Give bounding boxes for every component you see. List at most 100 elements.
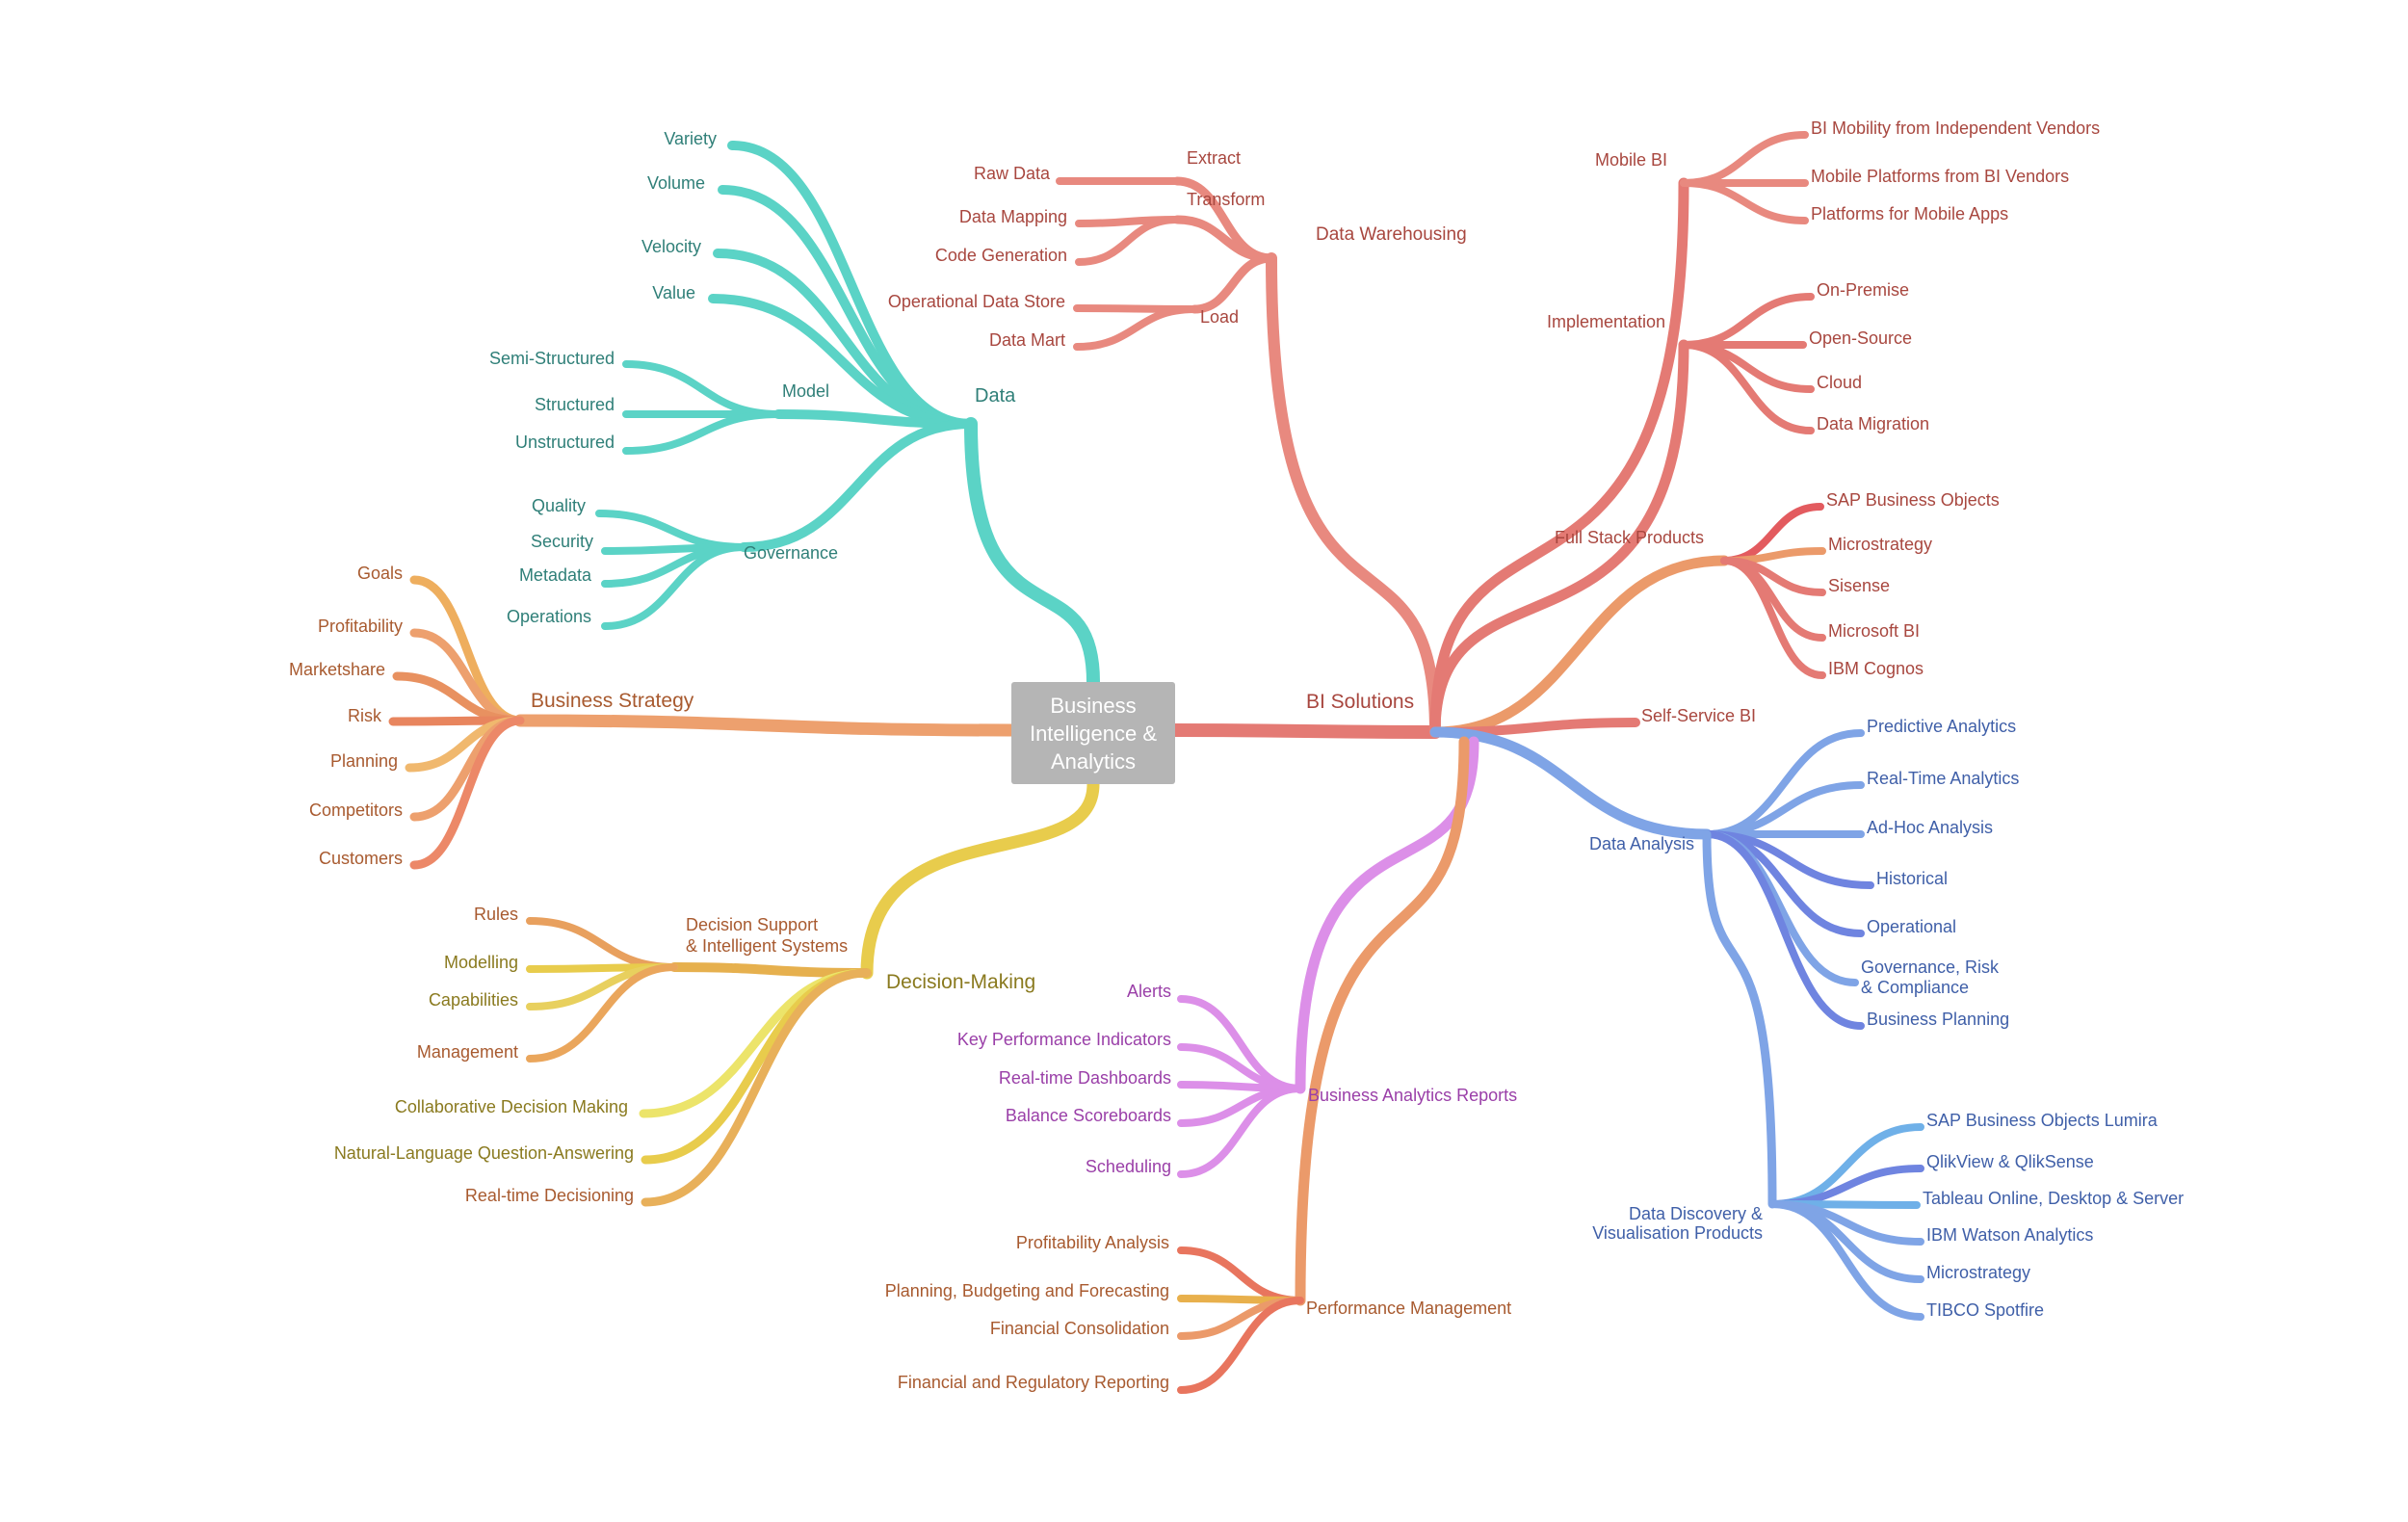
discovery-item-5: TIBCO Spotfire — [1926, 1300, 2044, 1320]
central-topic[interactable]: Business Intelligence & Analytics — [1011, 682, 1175, 784]
data-branch: Data Variety Volume Velocity Value Model… — [489, 129, 1016, 626]
link-analysis-discovery — [1702, 829, 1777, 1209]
model-item-structured: Structured — [535, 395, 615, 414]
strategy-item-competitors: Competitors — [309, 800, 403, 820]
performance-item-1: Planning, Budgeting and Forecasting — [885, 1281, 1169, 1300]
decision-item-collaborative: Collaborative Decision Making — [395, 1097, 628, 1116]
data-item-velocity: Velocity — [641, 237, 701, 256]
link-decision-support — [669, 962, 872, 978]
reports-item-4: Scheduling — [1086, 1157, 1171, 1176]
link-rep-0 — [1177, 995, 1304, 1092]
performance-item-0: Profitability Analysis — [1016, 1233, 1169, 1252]
link-bi-performance — [1295, 736, 1470, 1306]
implementation-item-2: Cloud — [1817, 373, 1862, 392]
analysis-item-historical: Historical — [1876, 869, 1948, 888]
data-analysis-label[interactable]: Data Analysis — [1589, 834, 1694, 853]
data-analysis-branch: Data Analysis Predictive Analytics Real-… — [1589, 717, 2184, 1320]
warehousing-branch: Data Warehousing Extract Raw Data Transf… — [888, 148, 1467, 350]
support-label-line-2[interactable]: & Intelligent Systems — [686, 936, 848, 956]
support-item-rules: Rules — [474, 905, 518, 924]
mobile-item-1: Mobile Platforms from BI Vendors — [1811, 167, 2069, 186]
discovery-item-2: Tableau Online, Desktop & Server — [1923, 1189, 2184, 1208]
support-item-modelling: Modelling — [444, 953, 518, 972]
discovery-label-line-2[interactable]: Visualisation Products — [1592, 1223, 1763, 1243]
analysis-item-ad-hoc: Ad-Hoc Analysis — [1867, 818, 1993, 837]
link-st-6 — [409, 716, 525, 870]
transform-item-data-mapping: Data Mapping — [959, 207, 1067, 226]
support-label-line-1[interactable]: Decision Support — [686, 915, 818, 934]
strategy-branch: Business Strategy Goals Profitability Ma… — [289, 564, 694, 868]
mobile-item-2: Platforms for Mobile Apps — [1811, 204, 2008, 223]
link-data-value — [708, 294, 976, 429]
mobile-item-0: BI Mobility from Independent Vendors — [1811, 118, 2100, 138]
strategy-label[interactable]: Business Strategy — [531, 690, 694, 712]
reports-label[interactable]: Business Analytics Reports — [1308, 1086, 1517, 1105]
link-fs-4 — [1720, 557, 1826, 679]
governance-label[interactable]: Governance — [744, 543, 838, 563]
implementation-item-0: On-Premise — [1817, 280, 1909, 300]
strategy-item-customers: Customers — [319, 849, 403, 868]
performance-label[interactable]: Performance Management — [1306, 1299, 1511, 1318]
reports-item-3: Balance Scoreboards — [1006, 1106, 1171, 1125]
warehousing-label[interactable]: Data Warehousing — [1316, 224, 1467, 245]
link-impl-3 — [1680, 341, 1815, 434]
link-center-data — [964, 417, 1100, 689]
data-label[interactable]: Data — [975, 385, 1016, 407]
bi-solutions-label[interactable]: BI Solutions — [1306, 691, 1414, 713]
reports-branch: Business Analytics Reports Alerts Key Pe… — [957, 982, 1517, 1176]
link-bi-analysis — [1429, 726, 1713, 840]
governance-item-metadata: Metadata — [519, 565, 592, 585]
transform-label[interactable]: Transform — [1187, 190, 1265, 209]
extract-label[interactable]: Extract — [1187, 148, 1241, 168]
link-wh-load — [1190, 253, 1276, 314]
link-load-mart — [1073, 305, 1198, 351]
connector-lines — [388, 131, 1924, 1394]
link-impl-0 — [1680, 293, 1815, 349]
discovery-label-line-1[interactable]: Data Discovery & — [1629, 1204, 1763, 1223]
central-topic-line-3: Analytics — [1050, 748, 1137, 774]
implementation-label[interactable]: Implementation — [1547, 312, 1665, 331]
discovery-item-1: QlikView & QlikSense — [1926, 1152, 2094, 1171]
strategy-item-goals: Goals — [357, 564, 403, 583]
analysis-item-operational: Operational — [1867, 917, 1956, 936]
full-stack-label[interactable]: Full Stack Products — [1555, 528, 1704, 547]
full-stack-item-1: Microstrategy — [1828, 535, 1932, 554]
link-transform-code — [1075, 216, 1181, 266]
mobile-bi-label[interactable]: Mobile BI — [1595, 150, 1667, 170]
load-label[interactable]: Load — [1200, 307, 1239, 327]
central-topic-line-1: Business — [1050, 693, 1137, 718]
model-item-semi-structured: Semi-Structured — [489, 349, 615, 368]
link-disc-0 — [1768, 1123, 1924, 1208]
analysis-item-real-time: Real-Time Analytics — [1867, 769, 2019, 788]
reports-item-2: Real-time Dashboards — [999, 1068, 1171, 1088]
decision-item-nlqa: Natural-Language Question-Answering — [334, 1143, 634, 1163]
data-item-variety: Variety — [664, 129, 717, 148]
implementation-item-1: Open-Source — [1809, 328, 1912, 348]
governance-item-quality: Quality — [532, 496, 586, 515]
transform-item-code-generation: Code Generation — [935, 246, 1067, 265]
full-stack-item-2: Sisense — [1828, 576, 1890, 595]
full-stack-item-4: IBM Cognos — [1828, 659, 1924, 678]
decision-item-realtime: Real-time Decisioning — [465, 1186, 634, 1205]
data-item-volume: Volume — [647, 173, 705, 193]
link-rep-4 — [1177, 1085, 1304, 1178]
self-service-label[interactable]: Self-Service BI — [1641, 706, 1756, 725]
decision-label[interactable]: Decision-Making — [886, 971, 1035, 993]
strategy-item-profitability: Profitability — [318, 617, 403, 636]
discovery-item-3: IBM Watson Analytics — [1926, 1225, 2093, 1245]
analysis-item-governance-1: Governance, Risk — [1861, 958, 2000, 977]
link-disc-5 — [1768, 1200, 1924, 1321]
central-topic-line-2: Intelligence & — [1029, 721, 1158, 746]
model-item-unstructured: Unstructured — [515, 433, 615, 452]
link-mobile-2 — [1680, 179, 1809, 224]
full-stack-item-0: SAP Business Objects — [1826, 490, 2000, 510]
performance-item-2: Financial Consolidation — [990, 1319, 1169, 1338]
support-item-management: Management — [417, 1042, 518, 1062]
implementation-item-3: Data Migration — [1817, 414, 1929, 433]
decision-branch: Decision-Making Decision Support & Intel… — [334, 905, 1035, 1205]
strategy-item-marketshare: Marketshare — [289, 660, 385, 679]
extract-item-raw-data: Raw Data — [974, 164, 1051, 183]
strategy-item-risk: Risk — [348, 706, 382, 725]
model-label[interactable]: Model — [782, 381, 829, 401]
link-dec-1 — [641, 968, 872, 1165]
